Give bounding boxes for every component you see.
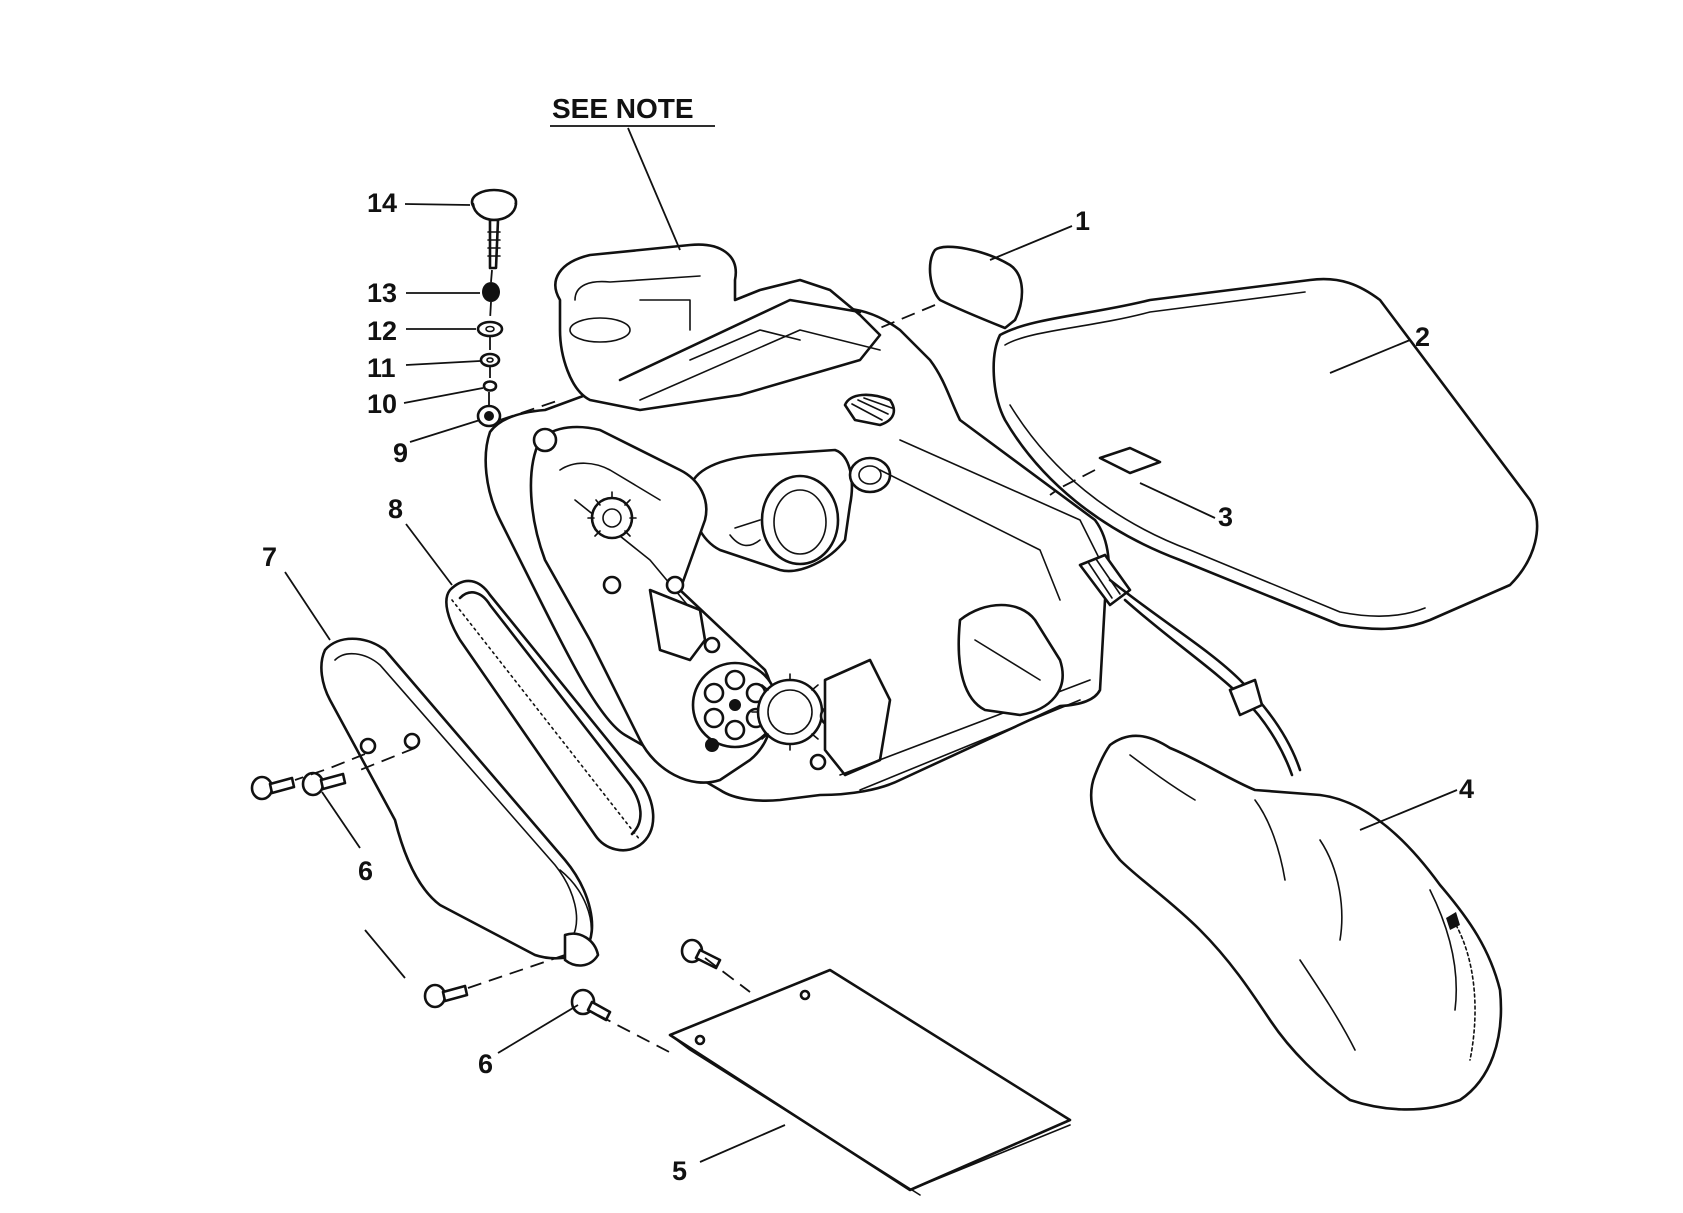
part-7-belt-cover <box>320 637 600 967</box>
screw-cover-a <box>250 775 296 801</box>
part-8-drive-belt <box>445 579 655 852</box>
callout-6-lower: 6 <box>478 1049 493 1079</box>
callout-numbers: 1 2 3 4 5 6 6 7 8 9 10 11 12 13 14 <box>262 188 1474 1186</box>
callout-2: 2 <box>1415 322 1430 352</box>
callout-4: 4 <box>1459 774 1474 804</box>
part-1-pad <box>928 245 1024 330</box>
screw-lower-plate <box>570 988 612 1022</box>
part-14-knob <box>470 188 518 270</box>
callout-10: 10 <box>367 389 397 419</box>
callout-1: 1 <box>1075 206 1090 236</box>
callout-8: 8 <box>388 494 403 524</box>
screw-cover-b <box>301 771 347 797</box>
part-10-clip <box>482 380 498 392</box>
see-note-label: SEE NOTE <box>552 93 694 124</box>
callout-11: 11 <box>367 353 396 383</box>
part-9-nut <box>476 404 502 428</box>
callout-7: 7 <box>262 542 277 572</box>
part-12-washer <box>476 320 504 338</box>
callout-14: 14 <box>367 188 397 218</box>
part-11-washer <box>479 352 501 368</box>
callout-12: 12 <box>367 316 397 346</box>
callout-13: 13 <box>367 278 397 308</box>
part-4-dust-bag <box>1089 734 1503 1111</box>
callout-5: 5 <box>672 1156 687 1186</box>
screw-upper-plate <box>680 938 722 970</box>
part-2-sanding-belt <box>992 277 1539 631</box>
belt-sander-body <box>484 243 1302 802</box>
screw-cover-c <box>423 983 469 1009</box>
knob-stack <box>470 188 518 428</box>
part-13-insert <box>482 282 500 302</box>
leader-lines <box>284 125 1458 1163</box>
part-5-platen-plate <box>668 968 1072 1196</box>
callout-9: 9 <box>393 438 408 468</box>
assembly-lines <box>294 304 1096 1056</box>
callout-6-upper: 6 <box>358 856 373 886</box>
part-6-screws <box>250 771 722 1022</box>
callout-3: 3 <box>1218 502 1233 532</box>
part-3-label-patch <box>1098 446 1162 475</box>
